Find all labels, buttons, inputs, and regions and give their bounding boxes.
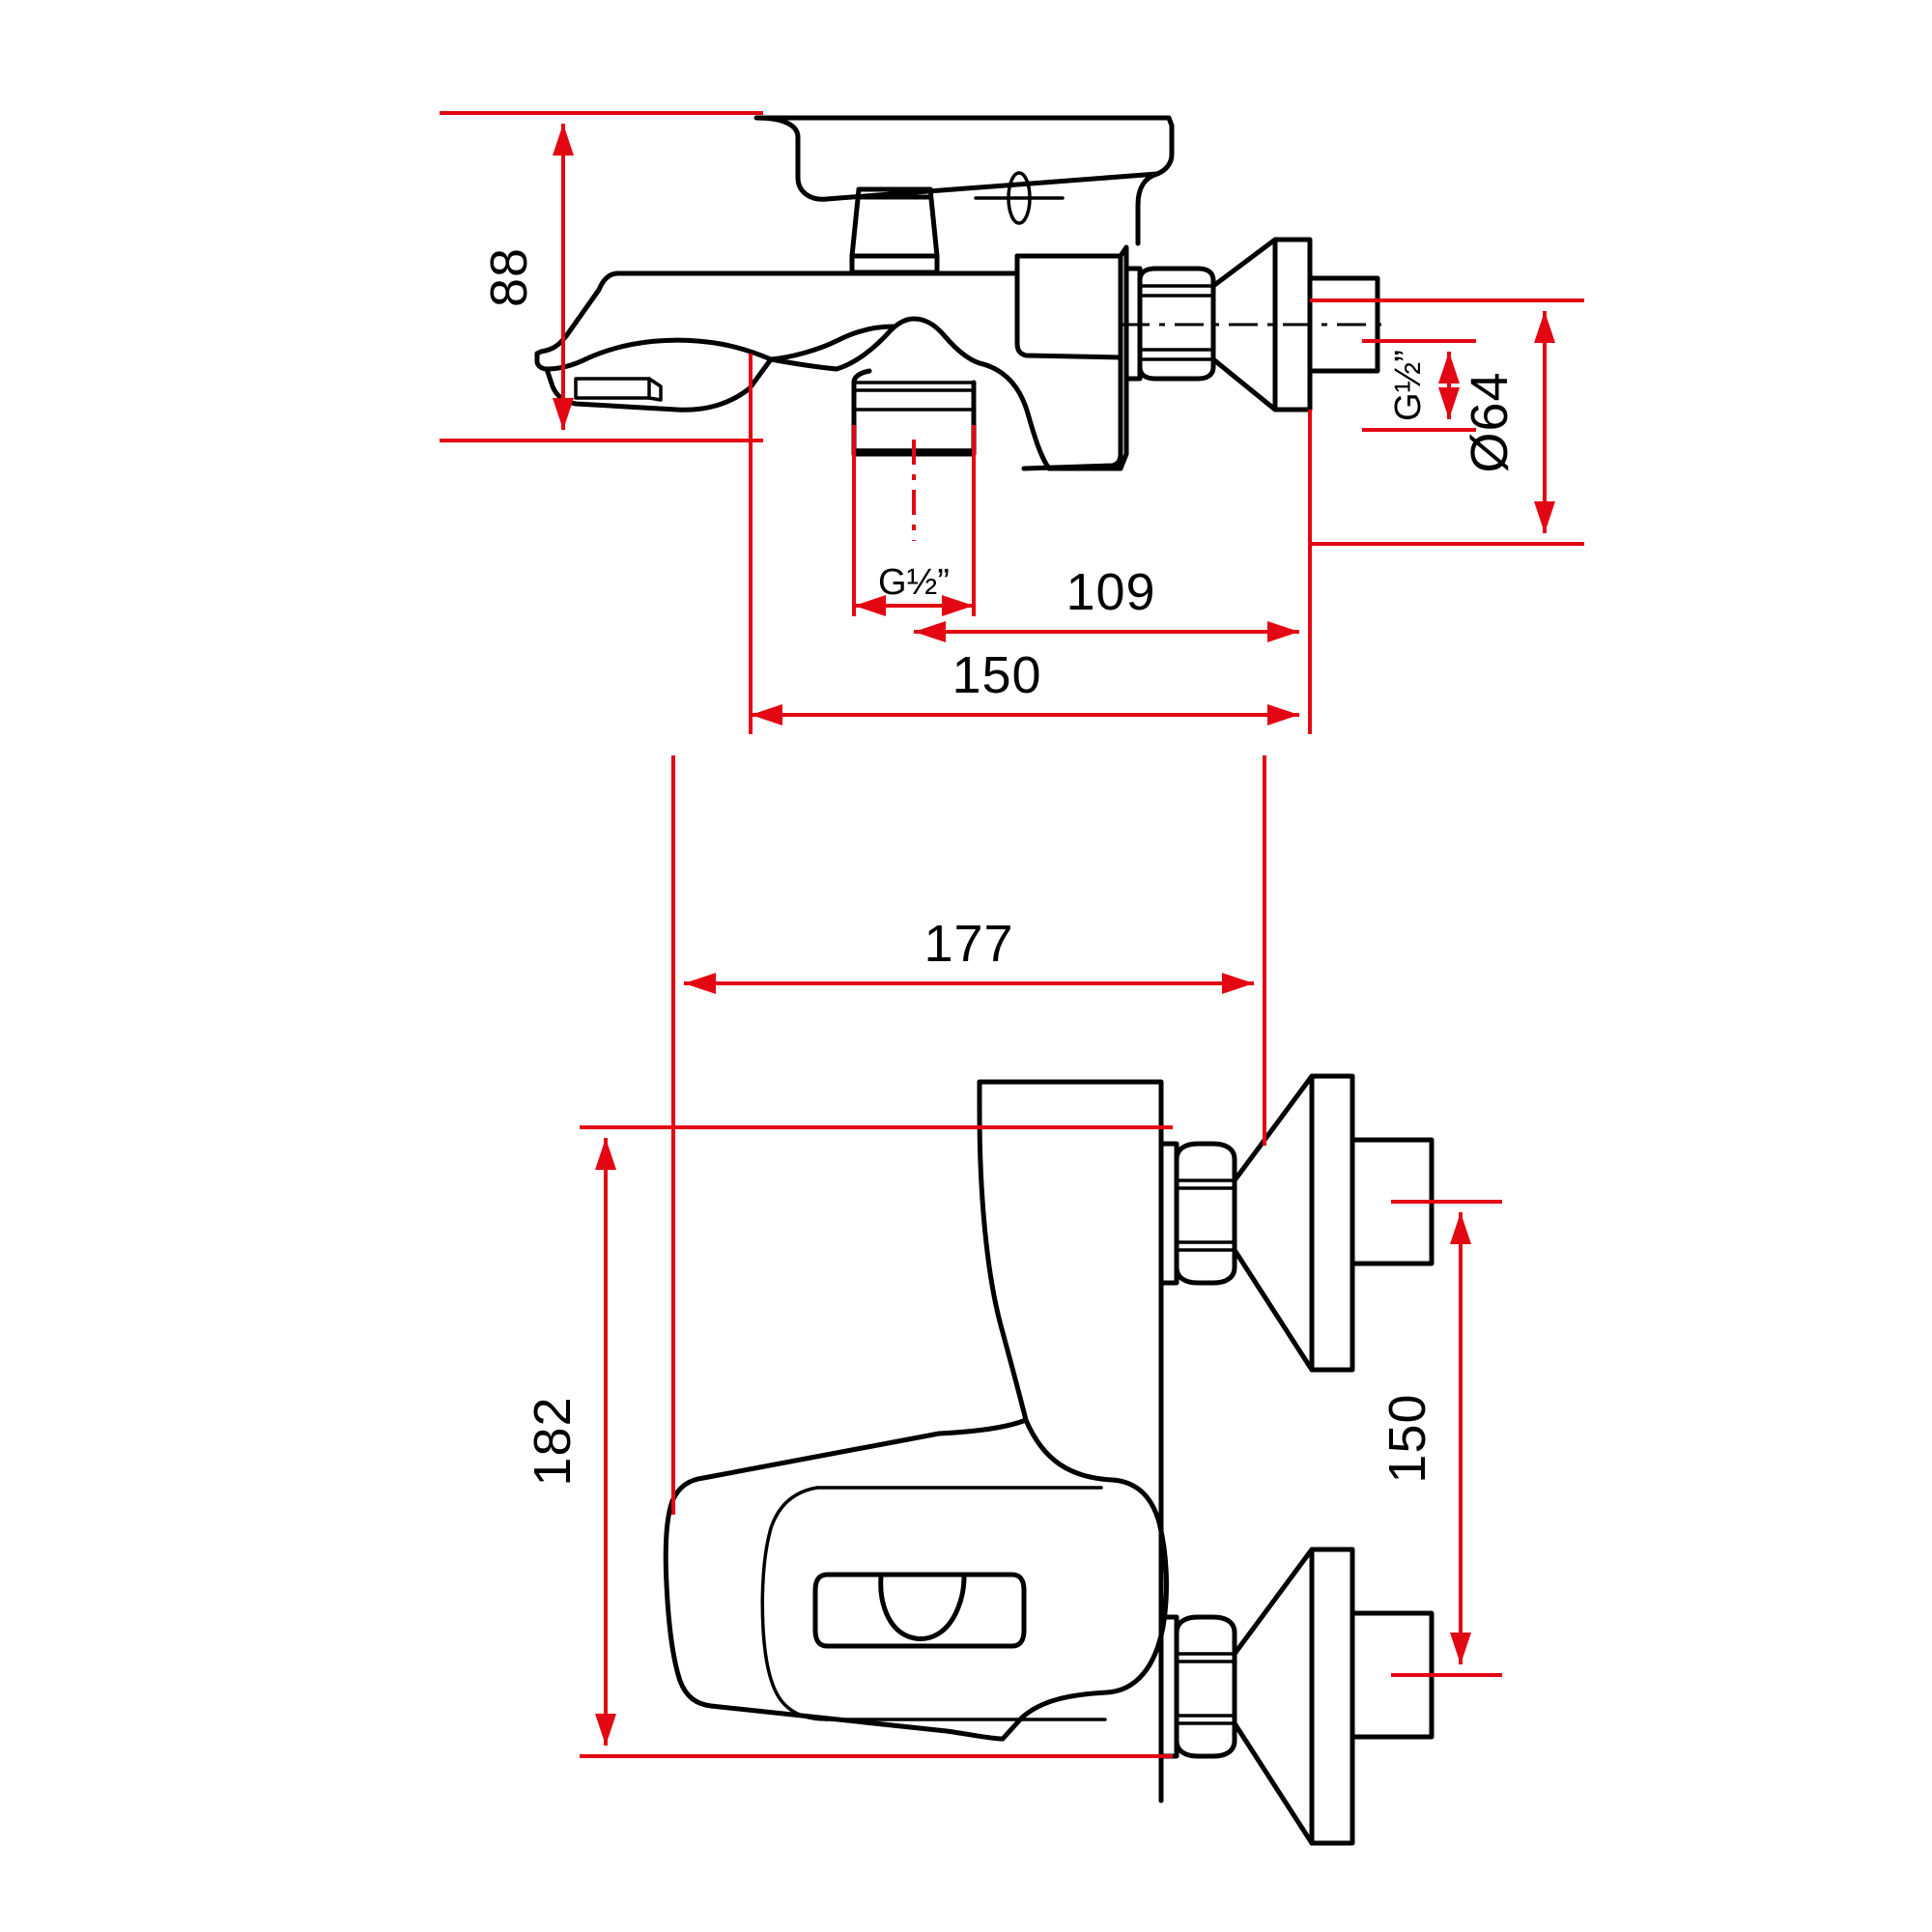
front-spout-relief <box>760 1486 1107 1721</box>
dimension-thread-upper: G½” <box>1362 339 1476 432</box>
front-view-group: 177 182 150 <box>524 755 1502 1846</box>
spout-transition <box>768 324 895 372</box>
lever-handle <box>753 115 1175 246</box>
dimension-label-109: 109 <box>1065 563 1155 621</box>
dimension-depth-150: 150 <box>749 354 1312 734</box>
dimension-label-thread-upper: G½” <box>1388 350 1429 421</box>
dimension-width-177: 177 <box>671 755 1266 1515</box>
front-body-column <box>977 1079 1164 1804</box>
dimension-label-150-spacing: 150 <box>1378 1393 1436 1483</box>
dimension-height-182: 182 <box>524 1125 1173 1758</box>
dimension-label-182: 182 <box>524 1396 582 1486</box>
spout-aerator <box>544 337 774 412</box>
spout-body <box>534 270 621 372</box>
dimension-label-88: 88 <box>480 247 538 307</box>
upper-cap <box>849 186 940 275</box>
side-view-group: 88 Ø64 G½” G½” 109 <box>440 111 1584 734</box>
body-underside <box>977 360 1123 471</box>
dimension-label-thread-lower: G½” <box>878 562 950 603</box>
dimension-label-177: 177 <box>923 915 1013 973</box>
dimension-label-150-depth: 150 <box>952 646 1041 704</box>
dimension-thread-lower: G½” <box>852 425 976 616</box>
pivot-cross-mark <box>974 171 1065 225</box>
dimension-spacing-150: 150 <box>1378 1200 1502 1677</box>
dimension-diameter-64: Ø64 <box>1310 298 1584 546</box>
dimension-label-diameter-64: Ø64 <box>1461 371 1519 472</box>
front-upper-union <box>1158 1073 1435 1373</box>
front-lower-union <box>1158 1547 1435 1846</box>
dimension-height-88: 88 <box>440 111 763 442</box>
front-aerator-slot <box>812 1572 1027 1649</box>
front-spout-arm <box>663 1417 1169 1742</box>
dimension-depth-109: 109 <box>914 410 1312 657</box>
body-shelf <box>615 253 1020 276</box>
shower-outlet-collar <box>834 316 982 457</box>
